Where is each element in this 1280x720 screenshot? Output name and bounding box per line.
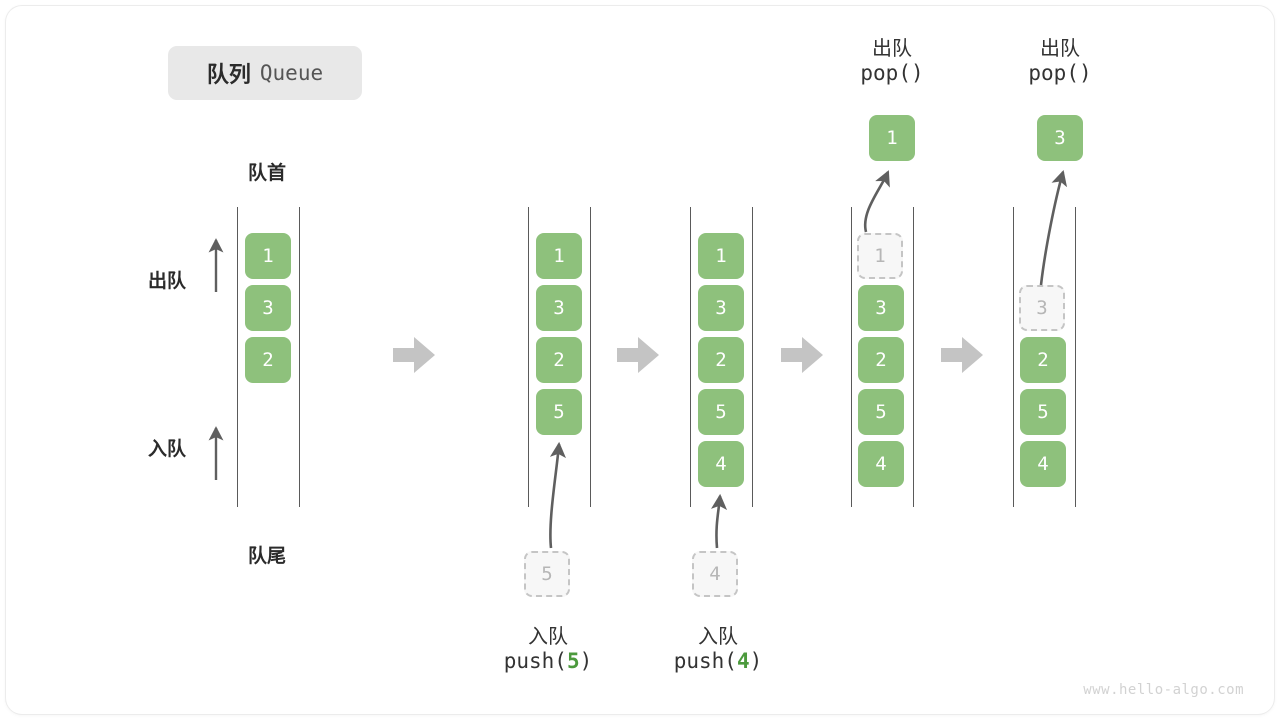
queue-box: 5 — [698, 389, 744, 435]
column-rail-left-4 — [851, 207, 852, 507]
queue-box: 2 — [698, 337, 744, 383]
popped-value-box: 1 — [869, 115, 915, 161]
column-rail-right-3 — [752, 207, 753, 507]
push-caption-2-code: push(4) — [673, 649, 763, 673]
popped-ghost-box: 1 — [857, 233, 903, 279]
queue-box-new: 5 — [536, 389, 582, 435]
title-badge: 队列 Queue — [168, 46, 362, 100]
column-rail-left-3 — [690, 207, 691, 507]
enqueue-label: 入队 — [148, 438, 187, 460]
column-rail-left-1 — [237, 207, 238, 507]
queue-box: 3 — [858, 285, 904, 331]
column-rail-right-4 — [913, 207, 914, 507]
incoming-ghost-box: 4 — [692, 551, 738, 597]
queue-box: 2 — [1020, 337, 1066, 383]
queue-box: 1 — [245, 233, 291, 279]
queue-box: 1 — [536, 233, 582, 279]
pop-caption-2: 出队 pop() — [980, 32, 1140, 85]
tail-label: 队尾 — [247, 545, 286, 567]
push-caption-1-cn: 入队 — [528, 624, 568, 648]
column-rail-right-5 — [1075, 207, 1076, 507]
head-label: 队首 — [247, 162, 286, 184]
pop-caption-1-cn: 出队 — [872, 36, 912, 60]
dequeue-label: 出队 — [148, 270, 187, 292]
watermark: www.hello-algo.com — [1083, 682, 1244, 698]
column-rail-left-5 — [1013, 207, 1014, 507]
title-en: Queue — [259, 61, 324, 85]
queue-box: 2 — [536, 337, 582, 383]
queue-box: 1 — [698, 233, 744, 279]
queue-box: 2 — [245, 337, 291, 383]
incoming-ghost-box: 5 — [524, 551, 570, 597]
pop-caption-2-code: pop() — [1028, 61, 1092, 85]
queue-box: 3 — [698, 285, 744, 331]
column-rail-right-1 — [299, 207, 300, 507]
column-rail-right-2 — [590, 207, 591, 507]
push-caption-1-code: push(5) — [503, 649, 593, 673]
pop-caption-1-code: pop() — [860, 61, 924, 85]
popped-value-box: 3 — [1037, 115, 1083, 161]
push-caption-2-cn: 入队 — [698, 624, 738, 648]
pop-caption-2-cn: 出队 — [1040, 36, 1080, 60]
push-caption-1: 入队 push(5) — [448, 620, 648, 673]
queue-box: 3 — [245, 285, 291, 331]
popped-ghost-box: 3 — [1019, 285, 1065, 331]
column-rail-left-2 — [528, 207, 529, 507]
queue-box: 4 — [1020, 441, 1066, 487]
title-cn: 队列 — [206, 63, 251, 88]
queue-box: 5 — [858, 389, 904, 435]
queue-box: 5 — [1020, 389, 1066, 435]
queue-box: 2 — [858, 337, 904, 383]
push-caption-2: 入队 push(4) — [618, 620, 818, 673]
queue-box-new: 4 — [698, 441, 744, 487]
queue-box: 4 — [858, 441, 904, 487]
pop-caption-1: 出队 pop() — [812, 32, 972, 85]
queue-box: 3 — [536, 285, 582, 331]
diagram-plate — [6, 6, 1274, 714]
